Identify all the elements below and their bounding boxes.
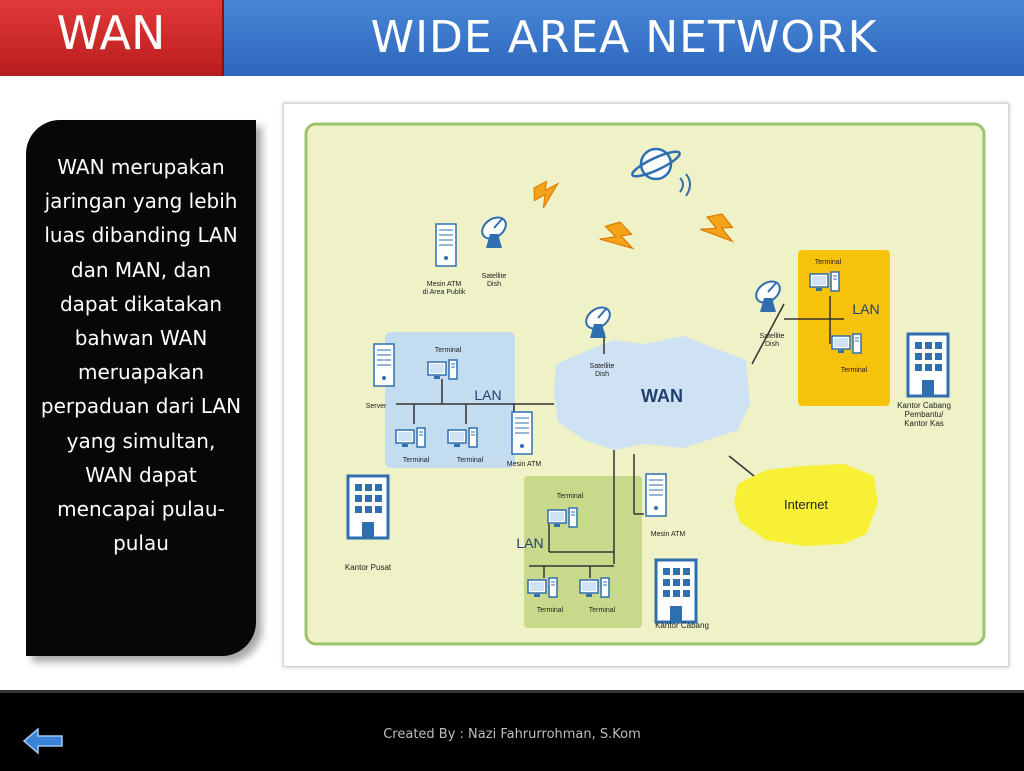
footer-credit: Created By : Nazi Fahrurrohman, S.Kom	[383, 727, 641, 742]
lan-label: LAN	[474, 387, 501, 403]
terminal-label: Terminal	[457, 457, 484, 464]
dish-label-line2: Dish	[765, 341, 779, 348]
building-icon	[906, 332, 950, 398]
footer-bar: Created By : Nazi Fahrurrohman, S.Kom	[0, 690, 1024, 771]
satellite-icon	[631, 147, 691, 197]
dish-label-line2: Dish	[595, 371, 609, 378]
server-label: Server	[366, 403, 387, 410]
terminal-label: Terminal	[841, 367, 868, 374]
description-text: WAN merupakan jaringan yang lebih luas d…	[40, 155, 242, 556]
terminal-label: Terminal	[537, 607, 564, 614]
network-links	[396, 296, 844, 578]
network-diagram: WAN Internet	[283, 103, 1009, 667]
kantor-pusat-label: Kantor Pusat	[345, 563, 392, 572]
building-icon	[346, 474, 390, 540]
lan-label: LAN	[516, 535, 543, 551]
terminal-label: Terminal	[589, 607, 616, 614]
dish-label-line1: Satellite	[760, 333, 785, 340]
dish-label-line1: Satellite	[590, 363, 615, 370]
atm-machine-icon	[511, 411, 533, 455]
atm-public-label-line2: di Area Publik	[423, 289, 466, 296]
terminal-label: Terminal	[815, 259, 842, 266]
terminal-label: Terminal	[557, 493, 584, 500]
atm-public-label-line1: Mesin ATM	[427, 281, 462, 288]
kantor-kas-label-line1: Kantor Cabang	[897, 401, 951, 410]
header-badge: WAN	[0, 0, 224, 76]
kantor-cabang-label: Kantor Cabang	[655, 621, 709, 630]
description-box: WAN merupakan jaringan yang lebih luas d…	[26, 120, 256, 656]
atm-label: Mesin ATM	[651, 531, 686, 538]
wan-cloud	[554, 336, 750, 450]
dish-label-line2: Dish	[487, 281, 501, 288]
internet-label: Internet	[784, 497, 828, 512]
server-icon	[373, 343, 395, 387]
header-title-bar: WIDE AREA NETWORK	[224, 0, 1024, 76]
dish-label-line1: Satellite	[482, 273, 507, 280]
wan-label: WAN	[641, 386, 683, 406]
page-title: WIDE AREA NETWORK	[370, 12, 878, 63]
atm-machine-icon	[435, 223, 457, 267]
kantor-kas-label-line2: Pembantu/	[905, 410, 944, 419]
kantor-kas-label-line3: Kantor Kas	[904, 419, 944, 428]
internet-cloud	[734, 464, 878, 546]
lan-label: LAN	[852, 301, 879, 317]
left-arrow-icon[interactable]	[22, 727, 64, 755]
atm-machine-icon	[645, 473, 667, 517]
header-badge-label: WAN	[56, 6, 166, 60]
building-icon	[654, 558, 698, 624]
terminal-label: Terminal	[403, 457, 430, 464]
atm-label: Mesin ATM	[507, 461, 542, 468]
terminal-label: Terminal	[435, 347, 462, 354]
